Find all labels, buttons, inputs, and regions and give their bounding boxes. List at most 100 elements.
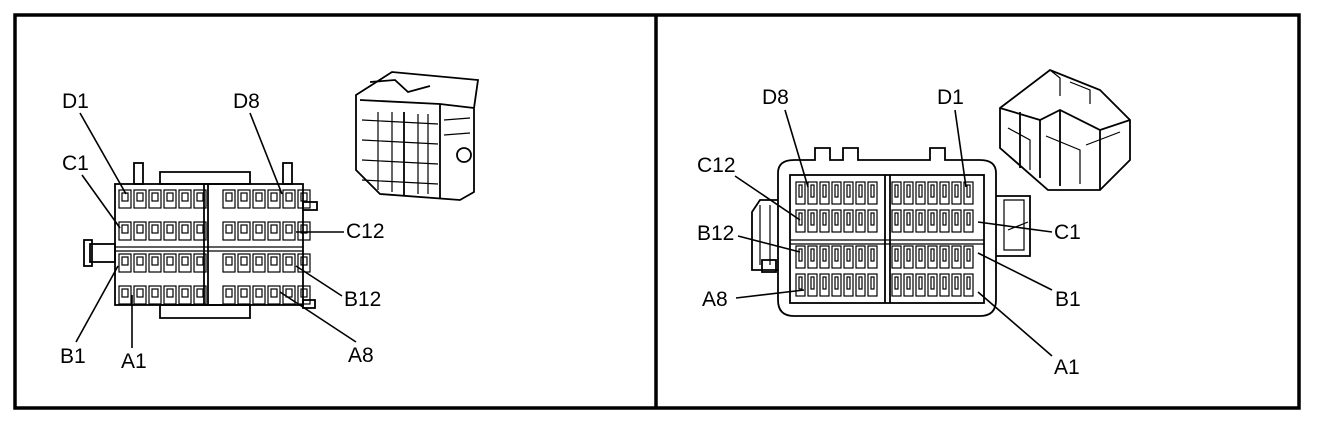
left-pin-cavity xyxy=(282,285,296,305)
right-pin-cavity-contact xyxy=(834,276,839,290)
right-pin-cavity xyxy=(867,181,878,205)
right-pin-cavity xyxy=(939,273,950,297)
left-pin-cavity-contact xyxy=(151,224,159,234)
right-pin-cavity xyxy=(963,209,974,233)
right-pin-cavity xyxy=(951,273,962,297)
right-pin-cavity xyxy=(867,209,878,233)
right-pin-cavity xyxy=(843,181,854,205)
left-pin-cavity xyxy=(163,253,177,273)
left-pin-cavity-contact xyxy=(151,192,159,202)
right-leader-c1 xyxy=(977,221,1053,233)
right-pin-cavity xyxy=(855,245,866,269)
left-pin-cavity xyxy=(267,253,281,273)
right-pin-cavity xyxy=(795,209,806,233)
left-pin-cavity-contact xyxy=(225,192,233,202)
left-pin-cavity-contact xyxy=(240,288,248,298)
left-pin-cavity-contact xyxy=(255,288,263,298)
left-pin-cavity-contact xyxy=(225,224,233,234)
right-pin-cavity xyxy=(855,209,866,233)
right-pin-cavity xyxy=(855,181,866,205)
right-pin-cavity xyxy=(915,245,926,269)
left-pin-cavity-contact xyxy=(240,192,248,202)
right-pin-cavity xyxy=(807,209,818,233)
right-pin-cavity xyxy=(867,245,878,269)
left-label-c1: C1 xyxy=(62,152,89,175)
left-pin-cavity xyxy=(267,189,281,209)
left-pin-cavity xyxy=(282,221,296,241)
left-pin-cavity-contact xyxy=(285,192,293,202)
right-pin-cavity xyxy=(939,209,950,233)
right-pin-cavity-contact xyxy=(846,276,851,290)
right-pin-cavity-contact xyxy=(870,184,875,198)
right-pin-cavity xyxy=(915,181,926,205)
left-panel: D1 D8 C1 C12 B12 B1 A1 A8 xyxy=(60,71,480,373)
left-pin-cavity xyxy=(118,189,132,209)
left-pin-cavity xyxy=(282,253,296,273)
left-pin-cavity xyxy=(193,221,207,241)
left-pin-cavity-contact xyxy=(270,192,278,202)
right-pin-cavity-contact xyxy=(846,184,851,198)
right-pin-cavity-contact xyxy=(858,212,863,226)
left-pin-cavity-contact xyxy=(121,224,129,234)
right-pin-cavity xyxy=(939,181,950,205)
left-pin-cavity xyxy=(133,189,147,209)
left-pin-cavity-contact xyxy=(136,256,144,266)
left-pin-cavity xyxy=(282,189,296,209)
right-pin-cavity xyxy=(819,273,830,297)
left-pin-cavity-contact xyxy=(255,192,263,202)
left-pin-cavity xyxy=(133,221,147,241)
right-pin-cavity xyxy=(807,273,818,297)
right-leader-d8 xyxy=(784,109,809,188)
right-pin-cavity xyxy=(843,245,854,269)
right-pin-cavity xyxy=(891,181,902,205)
right-pin-cavity xyxy=(963,181,974,205)
left-pin-cavity xyxy=(297,285,311,305)
right-pin-cavity-contact xyxy=(834,184,839,198)
right-pin-cavity xyxy=(927,181,938,205)
left-pin-cavity-contact xyxy=(136,192,144,202)
left-connector-isometric xyxy=(355,71,480,201)
left-pin-cavity-contact xyxy=(196,192,204,202)
right-pin-cavity-contact xyxy=(870,248,875,262)
right-pin-cavity xyxy=(903,181,914,205)
left-leader-a8 xyxy=(279,291,357,343)
right-pin-cavity xyxy=(903,209,914,233)
left-pin-cavity xyxy=(178,189,192,209)
left-pin-cavity xyxy=(163,285,177,305)
right-pin-cavity-contact xyxy=(810,184,815,198)
left-label-b1: B1 xyxy=(60,345,86,368)
left-pin-cavity xyxy=(118,285,132,305)
left-label-d8: D8 xyxy=(233,90,260,113)
right-pin-cavity-contact xyxy=(858,184,863,198)
right-leader-d1 xyxy=(954,109,967,188)
left-pin-cavity xyxy=(252,221,266,241)
left-pin-cavity-contact xyxy=(166,192,174,202)
right-pin-cavity xyxy=(831,209,842,233)
right-pin-cavity-contact xyxy=(822,248,827,262)
left-pin-cavity-contact xyxy=(151,256,159,266)
right-pin-cavity xyxy=(891,245,902,269)
right-label-d1: D1 xyxy=(937,86,964,109)
right-pin-cavity xyxy=(951,181,962,205)
right-pin-cavity-contact xyxy=(942,276,947,290)
right-pin-cavity xyxy=(903,273,914,297)
right-pin-cavity xyxy=(795,181,806,205)
left-pin-cavity-contact xyxy=(240,224,248,234)
left-pin-cavity xyxy=(237,189,251,209)
right-leader-a8 xyxy=(735,289,805,299)
right-pin-cavity-contact xyxy=(906,184,911,198)
left-connector-face xyxy=(83,162,318,319)
left-pin-cavity xyxy=(237,253,251,273)
left-pin-cavity-contact xyxy=(166,256,174,266)
left-pin-cavity xyxy=(118,221,132,241)
left-leader-b1 xyxy=(75,265,119,343)
right-pin-cavity-contact xyxy=(798,184,803,198)
right-pin-cavity-contact xyxy=(822,212,827,226)
left-pin-cavity-contact xyxy=(240,256,248,266)
left-label-c12: C12 xyxy=(346,220,385,243)
right-pin-cavity xyxy=(819,181,830,205)
left-pin-cavity-contact xyxy=(181,192,189,202)
right-pin-cavity-contact xyxy=(834,248,839,262)
right-pin-cavity-contact xyxy=(942,212,947,226)
right-pin-cavity-contact xyxy=(810,212,815,226)
